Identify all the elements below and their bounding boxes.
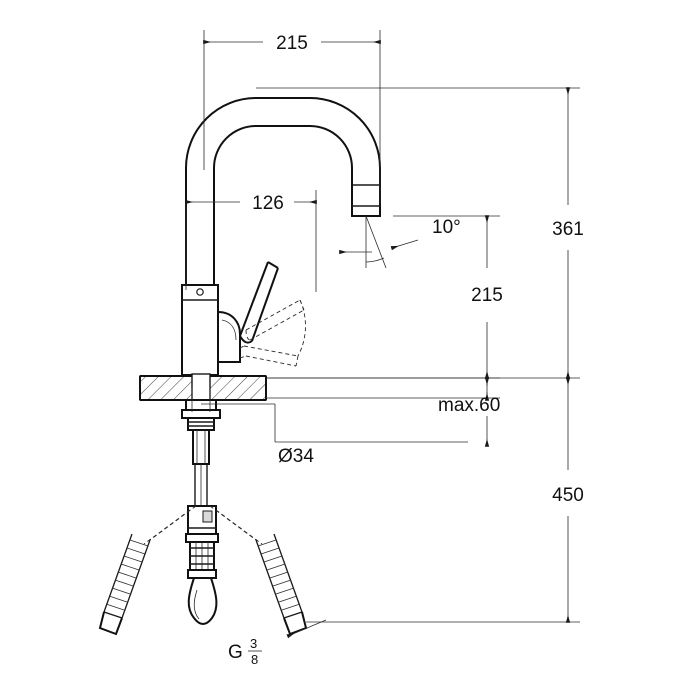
thread-numerator: 3 [250, 636, 257, 651]
faucet-lever-handle [239, 261, 306, 367]
dimension-215-top: 215 [203, 30, 381, 204]
dimension-label-126: 126 [252, 193, 284, 214]
dimension-label-215-top: 215 [276, 33, 308, 54]
dimension-diameter-34: Ø34 [191, 388, 468, 467]
dimension-361: 361 [256, 87, 584, 379]
dimension-label-diameter-34: Ø34 [278, 446, 314, 467]
thread-callout-g38: G 3 8 [228, 619, 327, 667]
thread-label-g: G [228, 642, 243, 663]
dimension-126: 126 [185, 190, 317, 292]
dimension-450: 450 [306, 377, 584, 623]
dimension-label-361: 361 [552, 219, 584, 240]
dimension-215-vertical: 215 [266, 215, 503, 379]
countertop-section [139, 373, 267, 403]
dimension-label-215-vertical: 215 [471, 285, 503, 306]
dimension-label-450: 450 [552, 485, 584, 506]
thread-denominator: 8 [251, 652, 258, 667]
dimension-label-10deg: 10° [432, 217, 461, 238]
dimension-label-max60: max.60 [438, 395, 500, 416]
flexible-hoses [98, 505, 308, 636]
hose-weight-connector [185, 505, 219, 625]
under-counter-fixing [181, 399, 221, 506]
dimension-max60: max.60 [266, 377, 500, 447]
faucet-mixer-base [181, 284, 241, 376]
dimension-angle-10deg: 10° [339, 215, 461, 269]
